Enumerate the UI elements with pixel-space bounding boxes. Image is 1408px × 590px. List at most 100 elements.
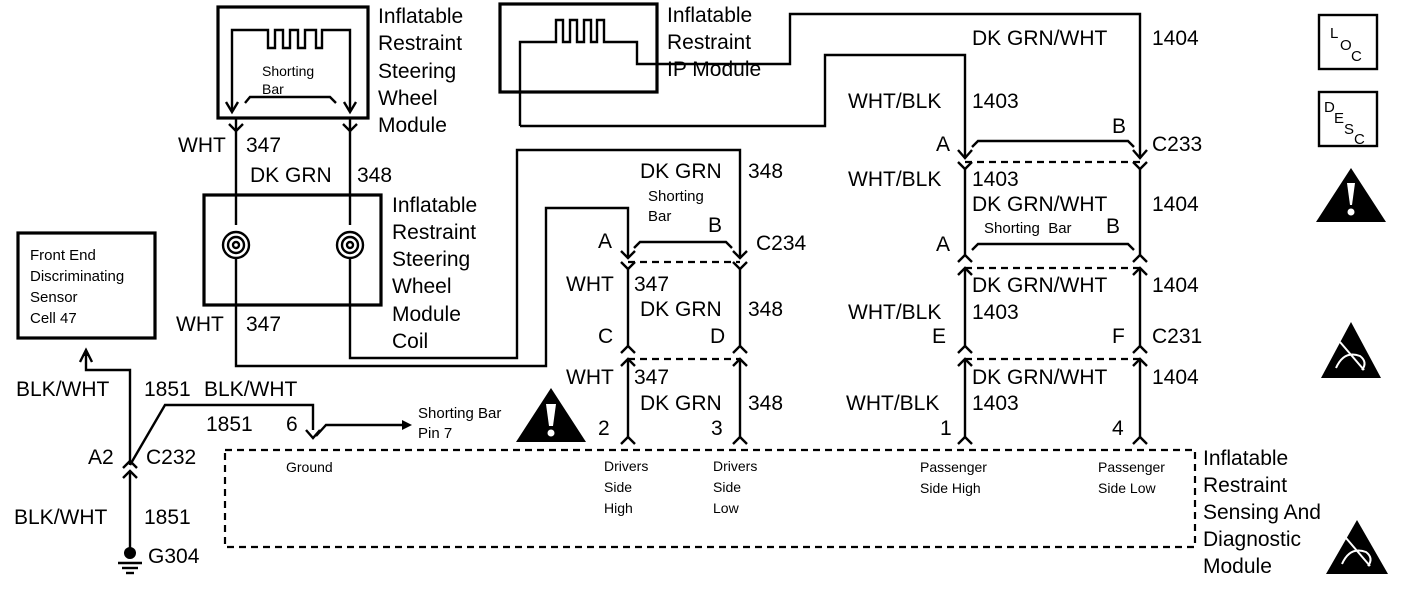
wire-color-wht-3: WHT [566, 273, 614, 296]
wire-color-blkwht-2: BLK/WHT [204, 378, 298, 401]
coil-label-3: Steering [392, 248, 470, 271]
drv-low-3: Low [713, 500, 740, 516]
sdm-pin-1: 1 [940, 417, 952, 440]
coil-label-2: Restraint [392, 221, 476, 244]
coil-label-4: Wheel [392, 275, 452, 298]
circuit-347-1: 347 [246, 134, 281, 157]
esd-sensitive-icon [1321, 322, 1381, 378]
wire-color-wht-4: WHT [566, 366, 614, 389]
pin-b-c233: B [1112, 115, 1126, 138]
c234-label: C234 [756, 232, 807, 255]
steering-wheel-coil [202, 193, 383, 307]
sdm-label-2: Restraint [1203, 474, 1287, 497]
sdm-box [223, 448, 1197, 549]
pin-b-c233-lower: B [1106, 215, 1120, 238]
pas-low-1: Passenger [1098, 459, 1165, 475]
warning-triangle-icon [516, 388, 586, 442]
ip-module-label-1: Inflatable [667, 4, 752, 27]
sw-module-label-2: Restraint [378, 32, 462, 55]
wire-color-dkgrn-4: DK GRN [640, 392, 722, 415]
connector-c234 [620, 240, 748, 271]
pin-f-c231: F [1112, 325, 1125, 348]
circuit-1851-2: 1851 [206, 413, 253, 436]
loc-o: O [1340, 37, 1352, 54]
pas-high-2: Side High [920, 480, 981, 496]
sdm-label-3: Sensing And [1203, 501, 1321, 524]
pin7-label-2: Pin 7 [418, 425, 452, 442]
sdm-pin-2: 2 [598, 417, 610, 440]
wire-color-blkwht-3: BLK/WHT [14, 506, 108, 529]
ip-module-label-3: IP Module [667, 58, 761, 81]
c234-shorting-bar-2: Bar [648, 208, 671, 225]
c231-label: C231 [1152, 325, 1202, 348]
circuit-1403-3: 1403 [972, 301, 1019, 324]
sw-shorting-bar-label-1: Shorting [262, 63, 314, 79]
c234-dkgrn: DK GRN [640, 160, 722, 183]
ground-label: Ground [286, 459, 333, 475]
circuit-1404-2: 1404 [1152, 193, 1199, 216]
pas-high-1: Passenger [920, 459, 987, 475]
circuit-348-3: 348 [748, 298, 783, 321]
connector-c233 [957, 139, 1148, 171]
sw-shorting-bar-label-2: Bar [262, 81, 284, 97]
connector-c-d [620, 344, 748, 367]
circuit-348-1: 348 [357, 164, 392, 187]
drv-low-1: Drivers [713, 458, 757, 474]
c233-label: C233 [1152, 133, 1202, 156]
sw-module-label-5: Module [378, 114, 447, 137]
sdm-label-1: Inflatable [1203, 447, 1288, 470]
circuit-1403-1: 1403 [972, 90, 1019, 113]
desc-s: S [1344, 121, 1354, 138]
coil-label-1: Inflatable [392, 194, 477, 217]
esd-sensitive-icon-2 [1326, 520, 1388, 574]
pin-d: D [710, 325, 725, 348]
circuit-1404-4: 1404 [1152, 366, 1199, 389]
pas-low-2: Side Low [1098, 480, 1156, 496]
sensor-label-1: Front End [30, 247, 96, 264]
c234-shorting-bar-1: Shorting [648, 188, 704, 205]
steering-wheel-module: Shorting Bar [216, 5, 370, 120]
pin-a-c233-lower: A [936, 233, 950, 256]
sw-module-label-1: Inflatable [378, 5, 463, 28]
c233-shorting-bar-label: Shorting Bar [984, 220, 1072, 237]
wire-color-whtblk-1: WHT/BLK [848, 90, 941, 113]
wire-color-whtblk-2: WHT/BLK [848, 168, 941, 191]
sw-module-label-4: Wheel [378, 87, 438, 110]
circuit-1403-4: 1403 [972, 392, 1019, 415]
ip-module [498, 2, 1142, 158]
wire-color-dkgrnwht-4: DK GRN/WHT [972, 366, 1107, 389]
sensor-label-4: Cell 47 [30, 310, 77, 327]
c234-348-upper: 348 [748, 160, 783, 183]
pin-c: C [598, 325, 613, 348]
wire-color-blkwht-1: BLK/WHT [16, 378, 110, 401]
circuit-1851-1: 1851 [144, 378, 191, 401]
wire-color-dkgrnwht-1: DK GRN/WHT [972, 27, 1107, 50]
circuit-1403-2: 1403 [972, 168, 1019, 191]
desc-symbol: D E S C [1317, 90, 1379, 148]
drv-high-1: Drivers [604, 458, 648, 474]
sensor-label-3: Sensor [30, 289, 78, 306]
loc-l: L [1330, 25, 1338, 42]
ground-g304: G304 [148, 545, 200, 568]
circuit-347-4: 347 [634, 366, 669, 389]
drv-high-2: Side [604, 479, 632, 495]
sensor-label-2: Discriminating [30, 268, 124, 285]
sdm-label-4: Diagnostic [1203, 528, 1301, 551]
drv-high-3: High [604, 500, 633, 516]
connector-c231 [957, 344, 1148, 367]
pin-b-c234: B [708, 214, 722, 237]
circuit-1404-3: 1404 [1152, 274, 1199, 297]
circuit-347-3: 347 [634, 273, 669, 296]
wire-color-whtblk-4: WHT/BLK [846, 392, 939, 415]
wire-color-dkgrnwht-2: DK GRN/WHT [972, 193, 1107, 216]
desc-d: D [1324, 99, 1335, 116]
ground-icon [118, 547, 142, 575]
pin-a2: A2 [88, 446, 114, 469]
drv-low-2: Side [713, 479, 741, 495]
coil-label-5: Module [392, 303, 461, 326]
sdm-pin-4: 4 [1112, 417, 1124, 440]
sdm-pin-3: 3 [711, 417, 723, 440]
pin-a-c234: A [598, 230, 612, 253]
